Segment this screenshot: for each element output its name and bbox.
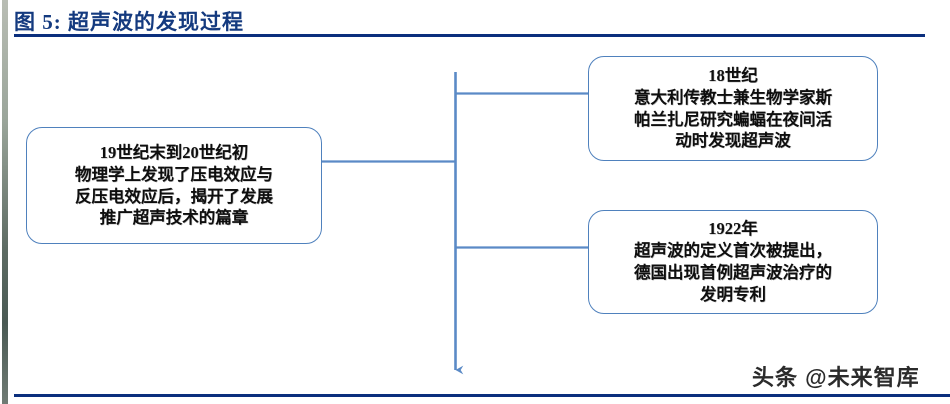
watermark-text: 头条 @未来智库 <box>752 365 920 390</box>
flow-node-origin[interactable]: 19世纪末到20世纪初 物理学上发现了压电效应与 反压电效应后，揭开了发展 推广… <box>26 127 322 244</box>
left-accent-bar <box>2 0 8 404</box>
flow-node-1922-line-1: 1922年 <box>708 219 758 239</box>
flow-node-origin-line-4: 推广超声技术的篇章 <box>99 208 249 228</box>
flow-node-1922[interactable]: 1922年 超声波的定义首次被提出， 德国出现首例超声波治疗的 发明专利 <box>588 210 878 314</box>
flow-node-18th-century-line-1: 18世纪 <box>708 65 758 85</box>
flow-node-18th-century-line-2: 意大利传教士兼生物学家斯 <box>634 87 832 107</box>
flow-node-1922-line-2: 超声波的定义首次被提出， <box>634 241 832 261</box>
flow-node-18th-century-line-3: 帕兰扎尼研究蝙蝠在夜间活 <box>634 109 832 129</box>
flow-node-origin-line-1: 19世纪末到20世纪初 <box>99 142 249 162</box>
flow-node-origin-line-3: 反压电效应后，揭开了发展 <box>75 186 273 206</box>
footer-divider <box>14 394 950 397</box>
header-divider <box>14 34 925 37</box>
flow-node-18th-century-line-4: 动时发现超声波 <box>675 131 791 151</box>
page-title: 图 5: 超声波的发现过程 <box>14 10 244 34</box>
flow-node-1922-line-4: 发明专利 <box>700 284 766 304</box>
flow-node-18th-century[interactable]: 18世纪 意大利传教士兼生物学家斯 帕兰扎尼研究蝙蝠在夜间活 动时发现超声波 <box>588 56 878 161</box>
flow-node-origin-line-2: 物理学上发现了压电效应与 <box>75 164 273 184</box>
flow-node-1922-line-3: 德国出现首例超声波治疗的 <box>634 263 832 282</box>
